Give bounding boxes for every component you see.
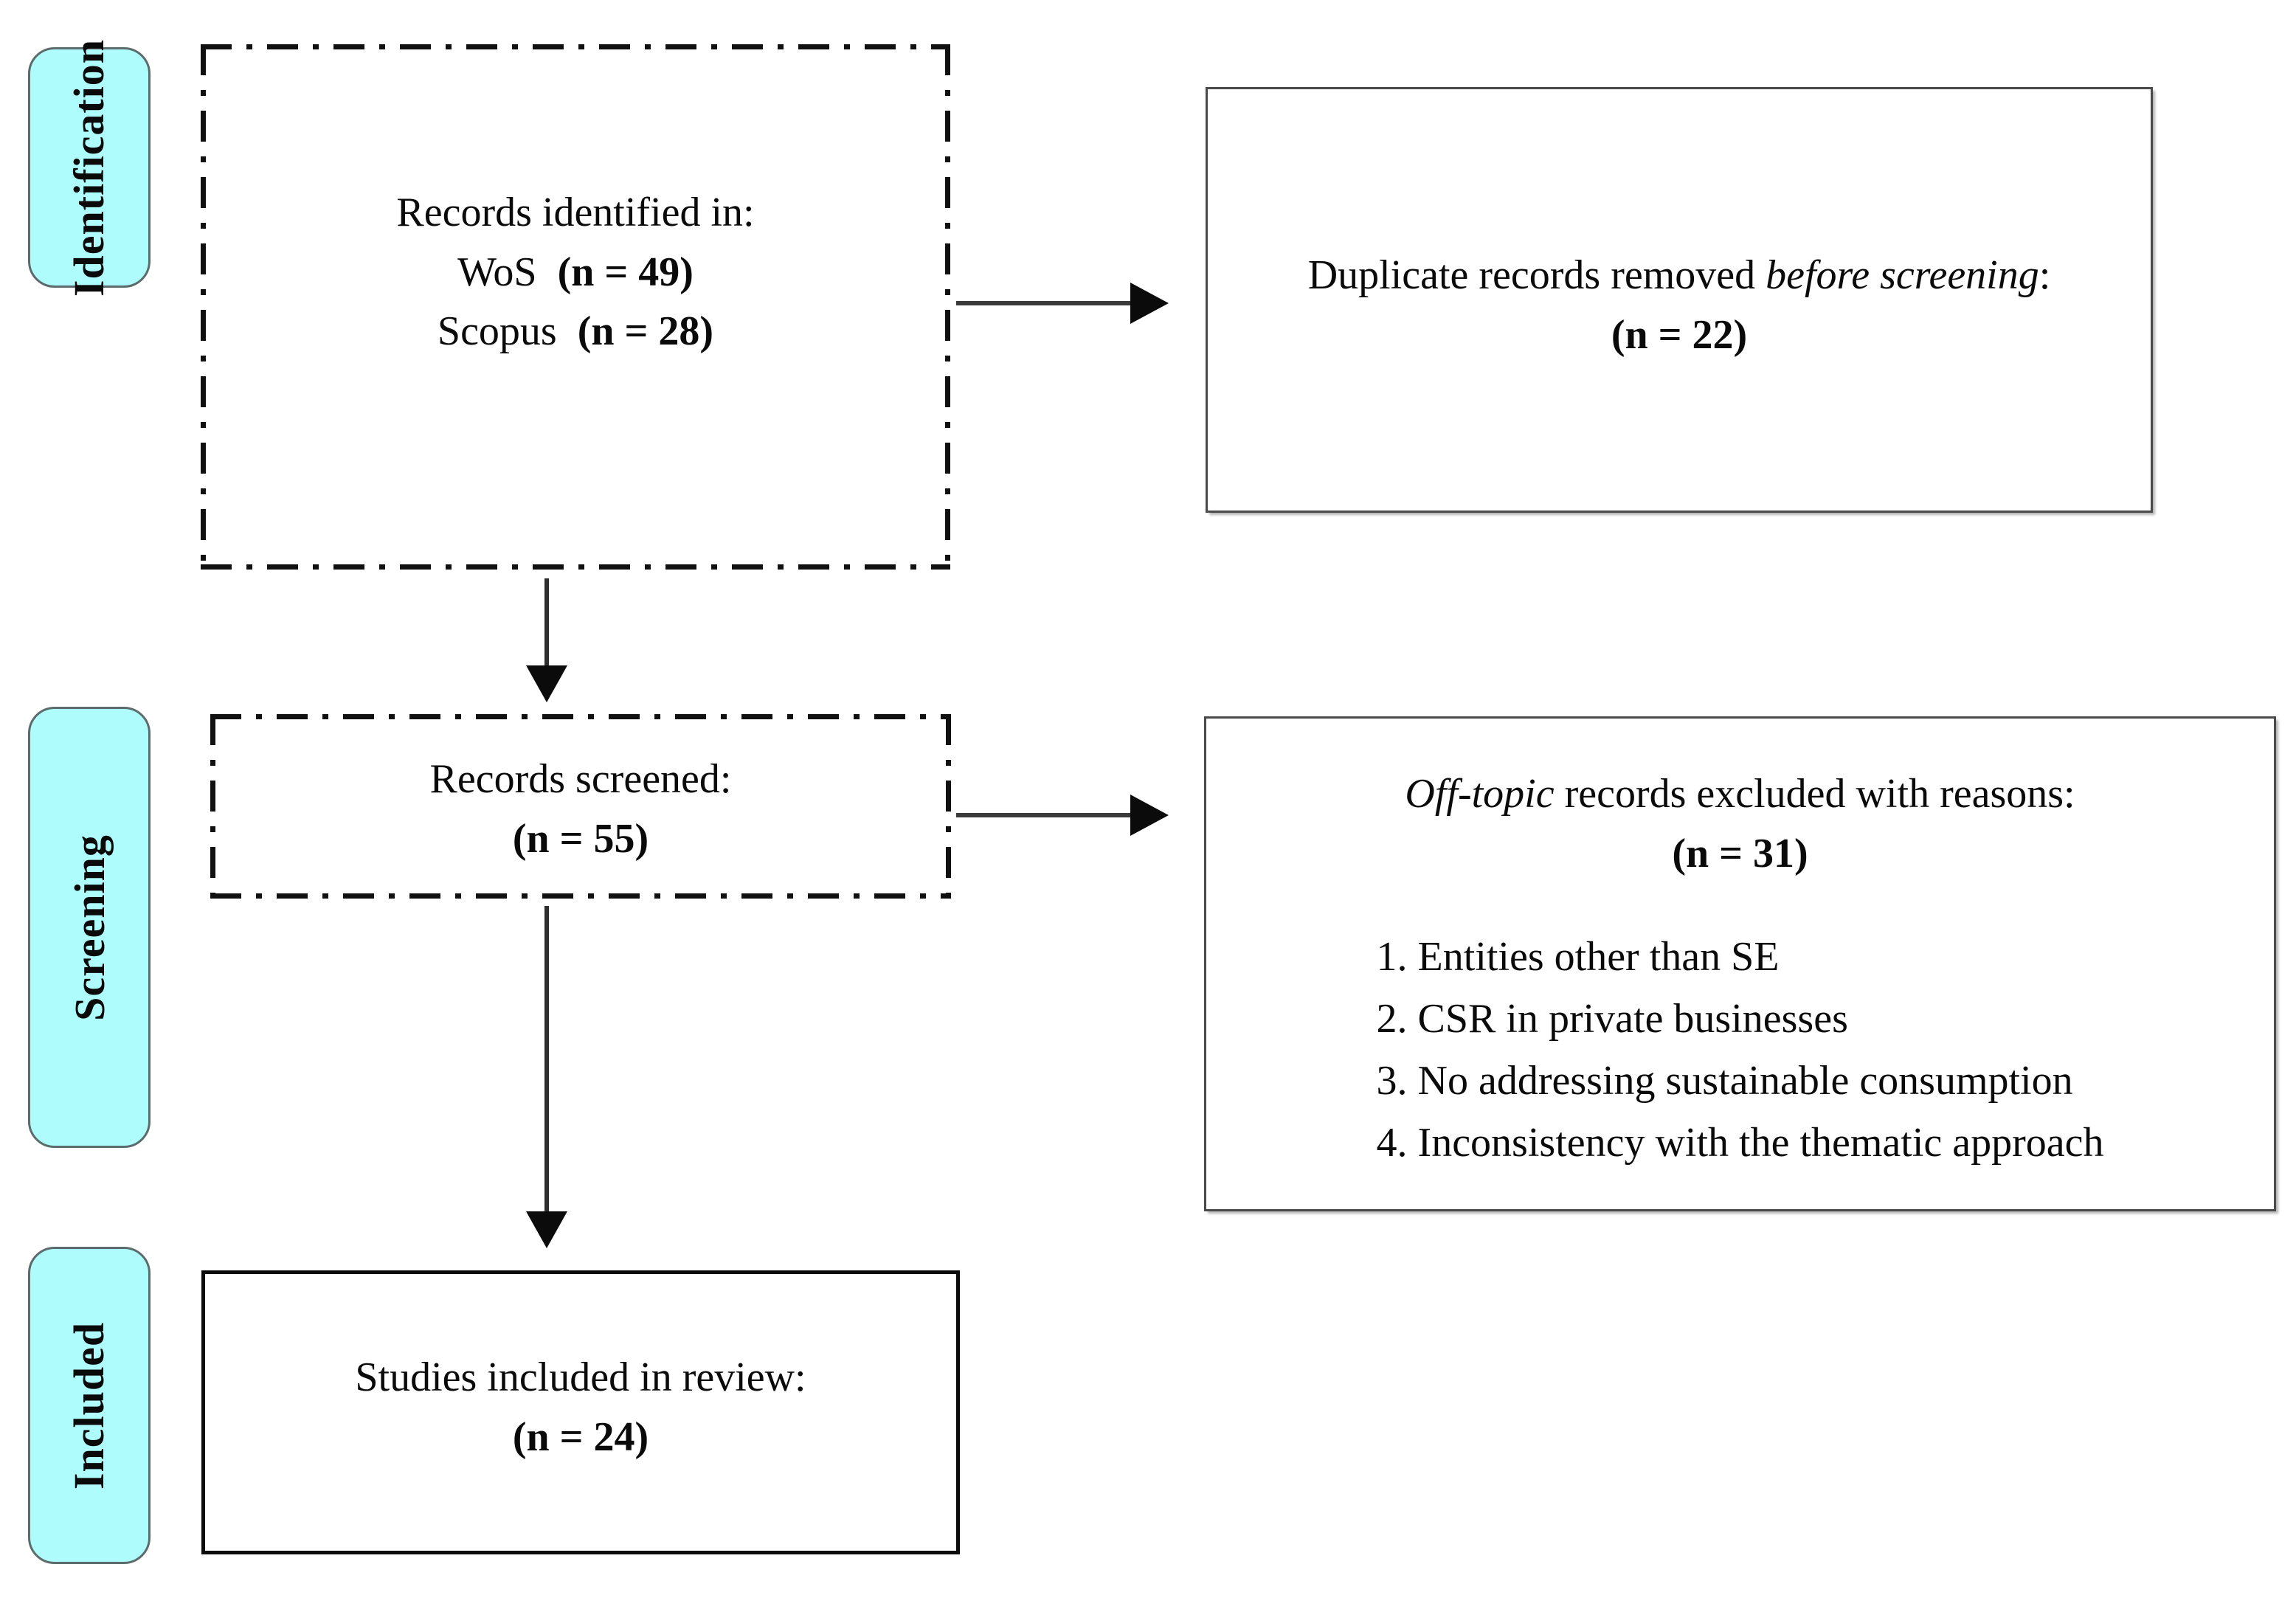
offtopic-reason-item: 3. No addressing sustainable consumption: [1376, 1058, 2073, 1104]
offtopic-title: Off-topic records excluded with reasons:: [1405, 764, 2075, 824]
duplicate-records-title-italic: before screening: [1766, 252, 2039, 298]
box-offtopic-records-excluded: Off-topic records excluded with reasons:…: [1204, 716, 2276, 1211]
box-duplicate-records-removed: Duplicate records removed before screeni…: [1206, 87, 2153, 513]
arrow-head-down-icon: [526, 665, 567, 702]
stage-label-included-text: Included: [65, 1321, 114, 1489]
offtopic-reason-item: 1. Entities other than SE: [1376, 934, 1780, 980]
box-studies-included: Studies included in review: (n = 24): [201, 1270, 960, 1554]
stage-label-identification-text: Identification: [65, 38, 114, 297]
offtopic-title-italic: Off-topic: [1405, 771, 1555, 817]
arrow-head-right-icon: [1130, 795, 1169, 836]
studies-included-title: Studies included in review:: [355, 1354, 806, 1400]
arrow-shaft: [956, 813, 1133, 817]
arrow-head-down-icon: [526, 1211, 567, 1248]
box-records-screened: Records screened: (n = 55): [210, 714, 951, 899]
arrow-head-right-icon: [1130, 283, 1169, 324]
source-wos-name: WoS: [457, 249, 537, 295]
arrow-shaft: [544, 906, 549, 1214]
box-records-identified: Records identified in: WoS (n = 49) Scop…: [201, 44, 950, 570]
studies-included-count: (n = 24): [512, 1414, 649, 1460]
duplicate-records-title-suffix: :: [2039, 252, 2051, 298]
source-wos-count: (n = 49): [557, 249, 694, 295]
offtopic-reason-item: 4. Inconsistency with the thematic appro…: [1376, 1120, 2104, 1166]
offtopic-title-plain: records excluded with reasons:: [1554, 771, 2075, 817]
records-identified-source-wos: WoS (n = 49): [457, 243, 694, 302]
stage-label-screening-text: Screening: [65, 834, 114, 1021]
offtopic-reasons-list: 1. Entities other than SE 2. CSR in priv…: [1377, 926, 2104, 1174]
offtopic-count: (n = 31): [1672, 830, 1808, 876]
offtopic-reason-item: 2. CSR in private businesses: [1376, 996, 1848, 1042]
stage-label-screening: Screening: [28, 707, 151, 1148]
records-screened-title: Records screened:: [429, 756, 732, 802]
records-identified-title: Records identified in:: [396, 190, 755, 235]
arrow-shaft: [956, 301, 1133, 305]
source-scopus-count: (n = 28): [577, 308, 714, 355]
records-screened-count: (n = 55): [512, 815, 649, 862]
duplicate-records-title: Duplicate records removed before screeni…: [1308, 246, 2051, 305]
source-scopus-name: Scopus: [437, 308, 557, 355]
stage-label-included: Included: [28, 1247, 151, 1564]
duplicate-records-title-plain: Duplicate records removed: [1307, 252, 1766, 298]
stage-label-identification: Identification: [28, 38, 151, 297]
records-identified-source-scopus: Scopus (n = 28): [438, 302, 713, 361]
duplicate-records-count: (n = 22): [1611, 311, 1748, 358]
arrow-shaft: [544, 578, 549, 668]
